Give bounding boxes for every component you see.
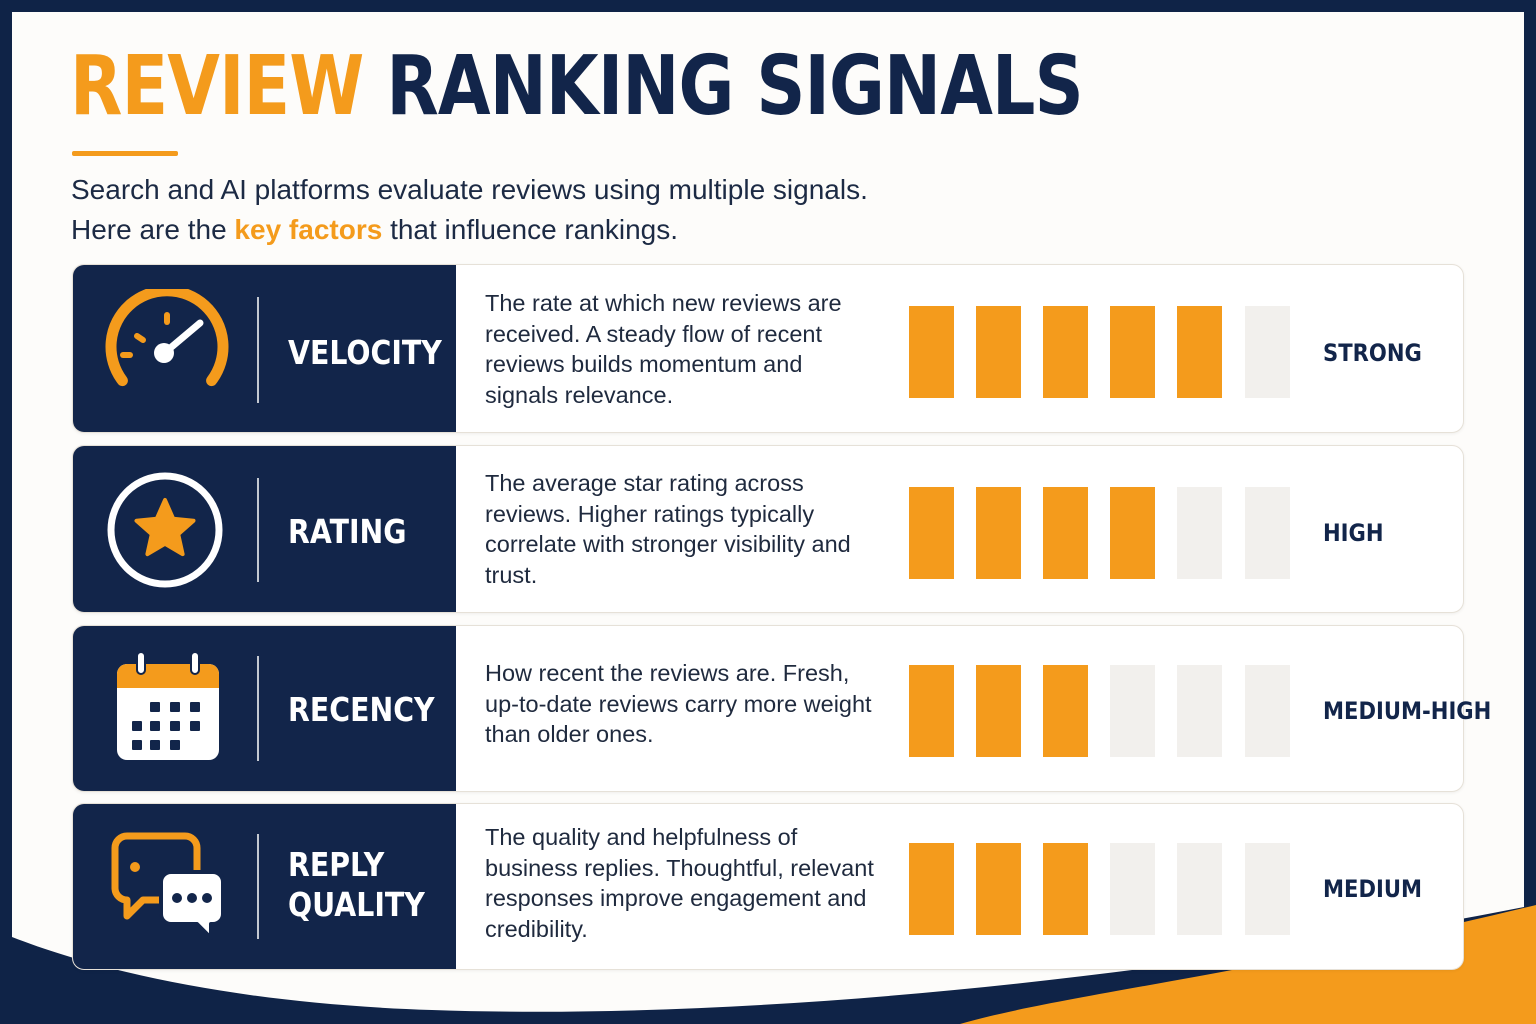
meter-bar [909,665,954,757]
meter-bar [1043,665,1088,757]
strength-meter-reply-quality [909,843,1293,935]
meter-bar [1110,306,1155,398]
strength-label-rating: HIGH [1323,519,1384,547]
meter-bar [1177,306,1222,398]
factor-description-rating: The average star rating across reviews. … [485,470,851,588]
strength-meter-recency [909,665,1293,757]
meter-bar [909,487,954,579]
intro-highlight: key factors [234,214,383,245]
factor-card-rating: RATING The average star rating across re… [72,445,1464,613]
factor-name-rating: RATING [288,512,407,551]
intro-line-1: Search and AI platforms evaluate reviews… [71,174,868,205]
meter-bar [1043,843,1088,935]
meter-bar [1177,665,1222,757]
meter-bar [1110,843,1155,935]
strength-label-recency: MEDIUM-HIGH [1323,697,1492,725]
label-divider [257,834,259,939]
chat-bubbles-icon [111,832,225,940]
calendar-icon [117,651,219,760]
meter-bar [1043,306,1088,398]
intro-text: Search and AI platforms evaluate reviews… [71,170,868,250]
meter-bar [976,665,1021,757]
meter-bar [976,306,1021,398]
meter-bar [1245,843,1290,935]
factor-card-recency: RECENCY How recent the reviews are. Fres… [72,625,1491,792]
strength-label-reply-quality: MEDIUM [1323,875,1422,903]
meter-bar [976,843,1021,935]
meter-bar [1177,487,1222,579]
meter-bar [1043,487,1088,579]
factor-card-velocity: VELOCITY The rate at which new reviews a… [72,264,1464,433]
meter-bar [909,843,954,935]
meter-bar [976,487,1021,579]
factor-name-recency: RECENCY [288,690,435,729]
title-underline [72,151,178,156]
label-divider [257,478,259,582]
strength-meter-rating [909,487,1293,579]
meter-bar [1245,306,1290,398]
page-title: REVIEW RANKING SIGNALS [70,46,1084,128]
factor-description-recency: How recent the reviews are. Fresh, up-to… [485,660,872,747]
factor-label-panel: RATING [73,446,456,612]
factor-label-panel: RECENCY [73,626,456,791]
title-word-ranking-signals: RANKING SIGNALS [386,39,1083,134]
label-divider [257,656,259,761]
factor-name-velocity: VELOCITY [288,333,442,372]
meter-bar [1110,665,1155,757]
meter-bar [909,306,954,398]
strength-meter-velocity [909,306,1293,398]
meter-bar [1245,487,1290,579]
strength-label-velocity: STRONG [1323,339,1422,367]
intro-line-2-start: Here are the [71,214,235,245]
factor-description-reply-quality: The quality and helpfulness of business … [485,824,874,942]
meter-bar [1245,665,1290,757]
factor-label-panel: VELOCITY [73,265,456,432]
label-divider [257,297,259,403]
intro-line-2-end: that influence rankings. [382,214,679,245]
factor-description-velocity: The rate at which new reviews are receiv… [485,290,842,408]
star-icon [107,472,223,588]
speedometer-icon [105,289,229,387]
title-word-review: REVIEW [70,39,364,134]
meter-bar [1177,843,1222,935]
meter-bar [1110,487,1155,579]
